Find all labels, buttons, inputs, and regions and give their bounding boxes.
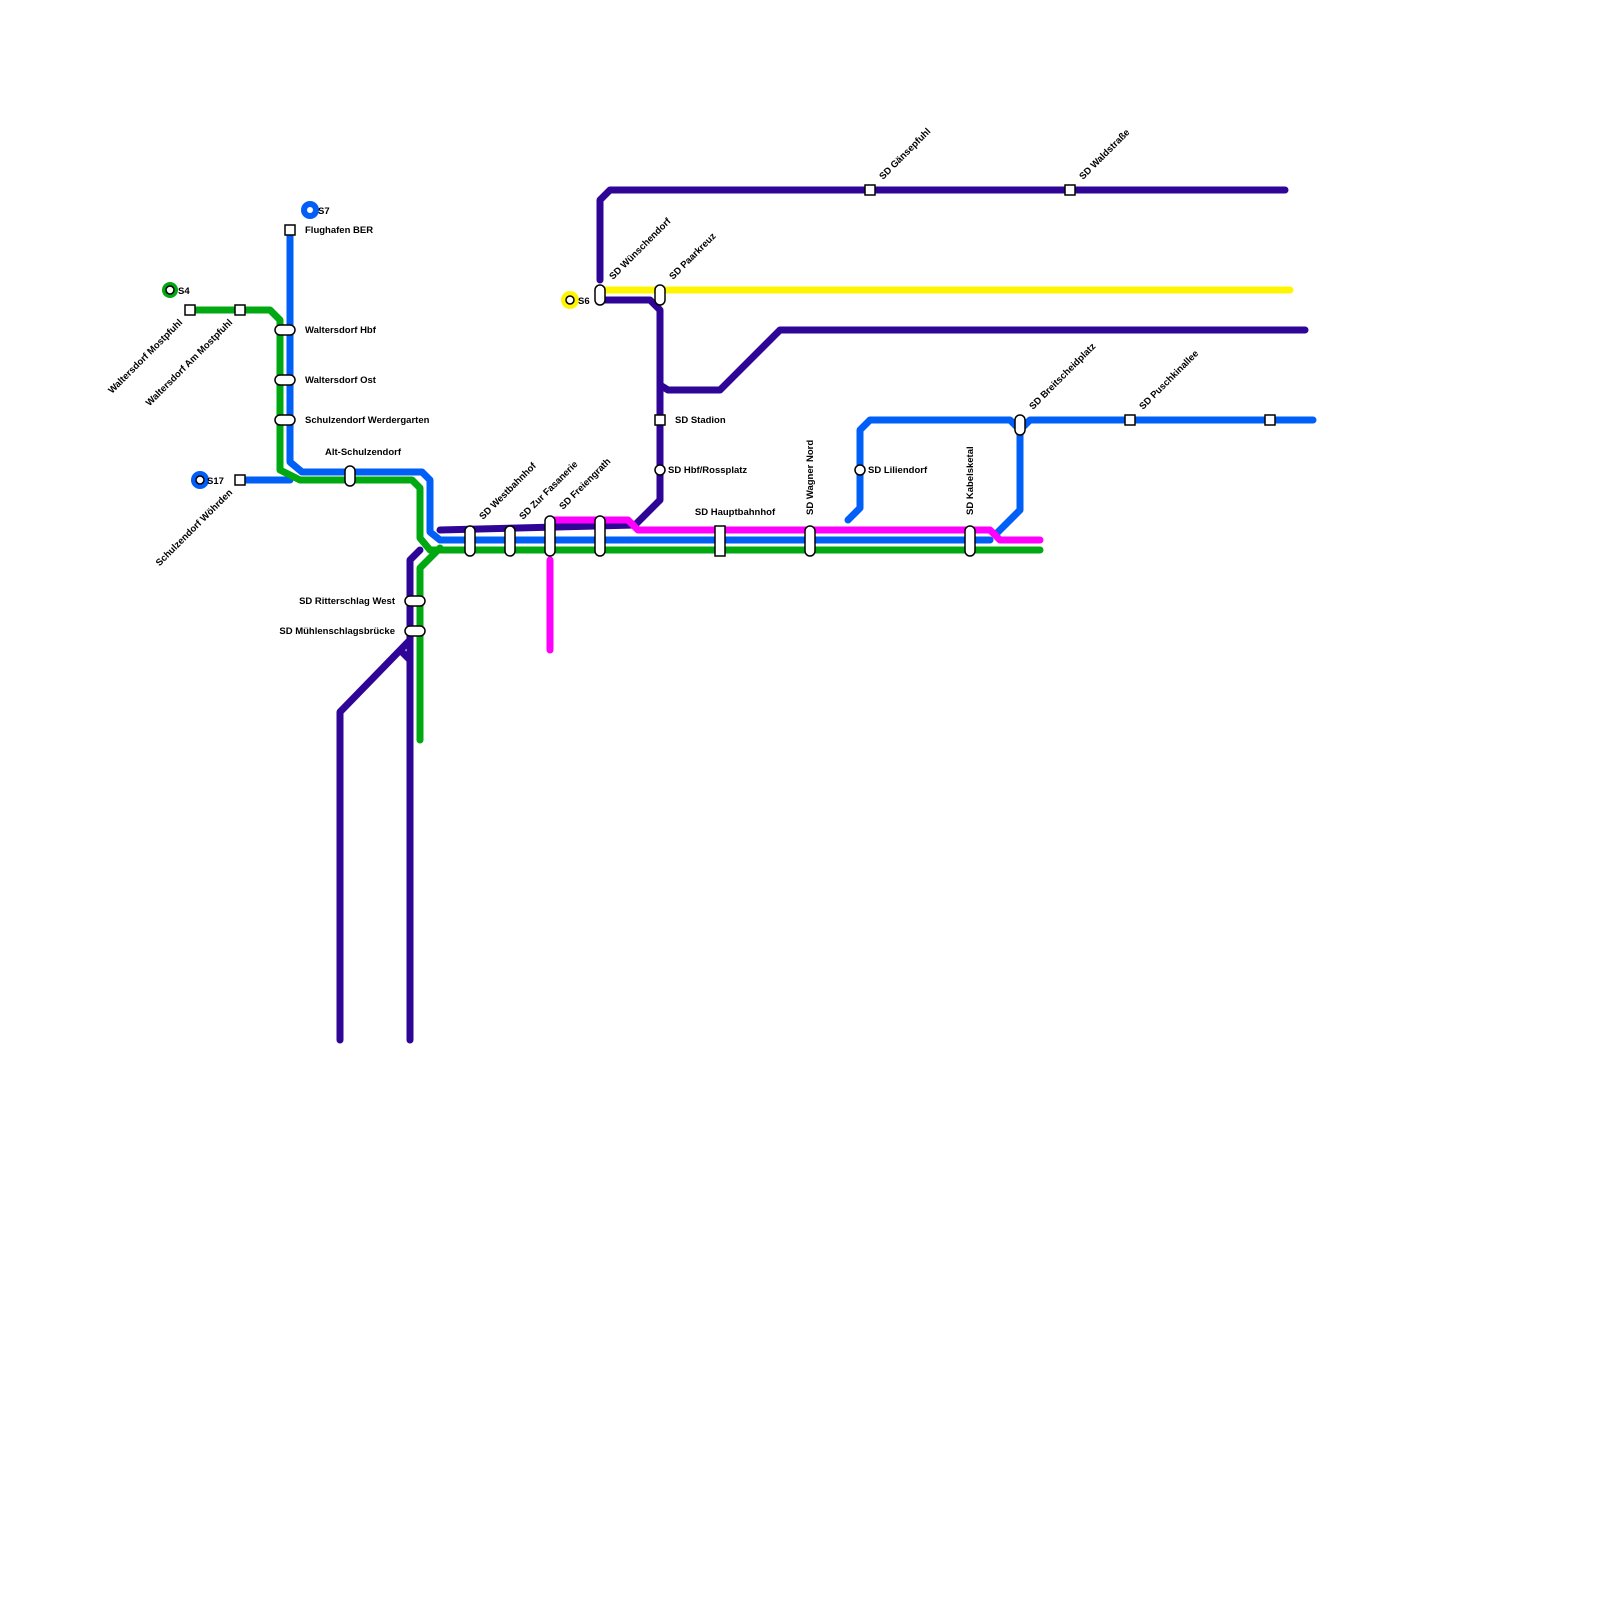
station-label: Schulzendorf Wöhrden: [154, 487, 235, 568]
line-label-s7: S7: [318, 206, 330, 217]
station-alt-schulzendorf[interactable]: Alt-Schulzendorf: [325, 447, 402, 487]
station-label: SD Waldstraße: [1077, 127, 1132, 182]
station-sd-hbf-rossplatz[interactable]: SD Hbf/Rossplatz: [654, 464, 747, 476]
station-marker: [504, 525, 516, 557]
station-label: SD Paarkreuz: [667, 231, 718, 282]
station-waltersdorf-ost[interactable]: Waltersdorf Ost: [274, 374, 377, 386]
station-label: Waltersdorf Ost: [305, 375, 377, 386]
station-interchange-freiengrath-east[interactable]: [594, 515, 606, 557]
station-label: Flughafen BER: [305, 225, 373, 236]
station-waltersdorf-am-mostpfuhl[interactable]: Waltersdorf Am Mostpfuhl: [144, 304, 246, 409]
station-sd-waldstrasse[interactable]: SD Waldstraße: [1064, 127, 1132, 196]
station-marker: [654, 414, 666, 426]
station-waltersdorf-mostpfuhl[interactable]: Waltersdorf Mostpfuhl: [106, 304, 196, 396]
station-marker: [854, 464, 866, 476]
station-label: SD Wagner Nord: [805, 440, 816, 515]
station-marker: [714, 525, 726, 557]
station-marker: [864, 184, 876, 196]
station-marker: [654, 284, 666, 306]
station-sd-liliendorf[interactable]: SD Liliendorf: [854, 464, 928, 476]
station-label: Waltersdorf Hbf: [305, 325, 377, 336]
station-marker: [404, 625, 426, 637]
station-sd-puschkinallee[interactable]: SD Puschkinallee: [1124, 348, 1201, 426]
route-indigo-southwest-branch: [336, 636, 414, 1044]
station-sd-muehlenschlagsbruecke[interactable]: SD Mühlenschlagsbrücke: [279, 625, 426, 637]
station-label: Waltersdorf Am Mostpfuhl: [144, 317, 235, 408]
station-sd-paarkreuz[interactable]: SD Paarkreuz: [654, 231, 719, 306]
station-marker: [184, 304, 196, 316]
station-marker: [274, 374, 296, 386]
route-s7-east: [844, 416, 1024, 539]
station-label: SD Hbf/Rossplatz: [668, 465, 747, 476]
station-label: SD Ritterschlag West: [299, 596, 396, 607]
station-label: SD Wünschendorf: [607, 216, 674, 283]
line-label-s6: S6: [578, 296, 590, 307]
station-marker: [544, 515, 556, 557]
station-sd-hauptbahnhof[interactable]: SD Hauptbahnhof: [695, 507, 776, 557]
station-label: SD Kabelsketal: [965, 446, 976, 515]
line-terminus-s17[interactable]: S17: [191, 471, 224, 489]
station-marker: [234, 474, 246, 486]
station-unnamed-east[interactable]: [1264, 414, 1276, 426]
station-sd-wagner-nord[interactable]: SD Wagner Nord: [804, 440, 816, 557]
station-label: SD Mühlenschlagsbrücke: [279, 626, 395, 637]
station-marker: [464, 525, 476, 557]
station-waltersdorf-hbf[interactable]: Waltersdorf Hbf: [274, 324, 377, 336]
station-marker: [1064, 184, 1076, 196]
line-terminus-dot-icon: [565, 295, 575, 305]
line-label-s17: S17: [207, 476, 224, 487]
line-terminus-dot-icon: [307, 207, 313, 213]
station-marker: [594, 284, 606, 306]
line-label-s4: S4: [178, 286, 190, 297]
route-indigo-southwest: [406, 546, 424, 1044]
station-schulzendorf-werdergarten[interactable]: Schulzendorf Werdergarten: [274, 414, 430, 426]
station-label: SD Puschkinallee: [1137, 348, 1201, 412]
station-marker: [654, 464, 666, 476]
station-sd-ritterschlag-west[interactable]: SD Ritterschlag West: [299, 595, 426, 607]
station-label: Schulzendorf Werdergarten: [305, 415, 430, 426]
station-marker: [1264, 414, 1276, 426]
route-indigo-north: [596, 186, 1289, 284]
station-marker: [344, 465, 356, 487]
line-terminus-s7[interactable]: S7: [301, 201, 330, 219]
station-label: SD Liliendorf: [868, 465, 928, 476]
station-marker: [284, 224, 296, 236]
station-label: SD Breitscheidplatz: [1027, 341, 1098, 412]
route-indigo-east: [656, 326, 1309, 394]
station-sd-stadion[interactable]: SD Stadion: [654, 414, 726, 426]
station-label: SD Freiengrath: [557, 456, 613, 512]
line-terminus-s4[interactable]: S4: [162, 282, 190, 298]
station-sd-gaensepfuhl[interactable]: SD Gänsepfuhl: [864, 126, 933, 196]
station-sd-kabelsketal[interactable]: SD Kabelsketal: [964, 446, 976, 557]
station-marker: [404, 595, 426, 607]
station-label: Alt-Schulzendorf: [325, 447, 402, 458]
station-marker: [1124, 414, 1136, 426]
station-marker: [804, 525, 816, 557]
line-terminus-dot-icon: [165, 285, 175, 295]
station-label: SD Stadion: [675, 415, 726, 426]
route-indigo-crossing: [398, 648, 414, 664]
station-marker: [274, 414, 296, 426]
station-label: SD Gänsepfuhl: [877, 126, 933, 182]
line-terminus-dot-icon: [195, 475, 205, 485]
station-marker: [964, 525, 976, 557]
station-marker: [594, 515, 606, 557]
station-flughafen-ber[interactable]: Flughafen BER: [284, 224, 373, 236]
station-label: SD Hauptbahnhof: [695, 507, 776, 518]
station-marker: [234, 304, 246, 316]
route-s4-south: [416, 544, 444, 744]
line-terminus-s6[interactable]: S6: [561, 291, 590, 309]
route-s4: [186, 306, 1044, 554]
station-schulzendorf-woehrden[interactable]: Schulzendorf Wöhrden: [154, 474, 246, 569]
station-marker: [1014, 414, 1026, 436]
route-s7: [286, 226, 994, 544]
station-marker: [274, 324, 296, 336]
